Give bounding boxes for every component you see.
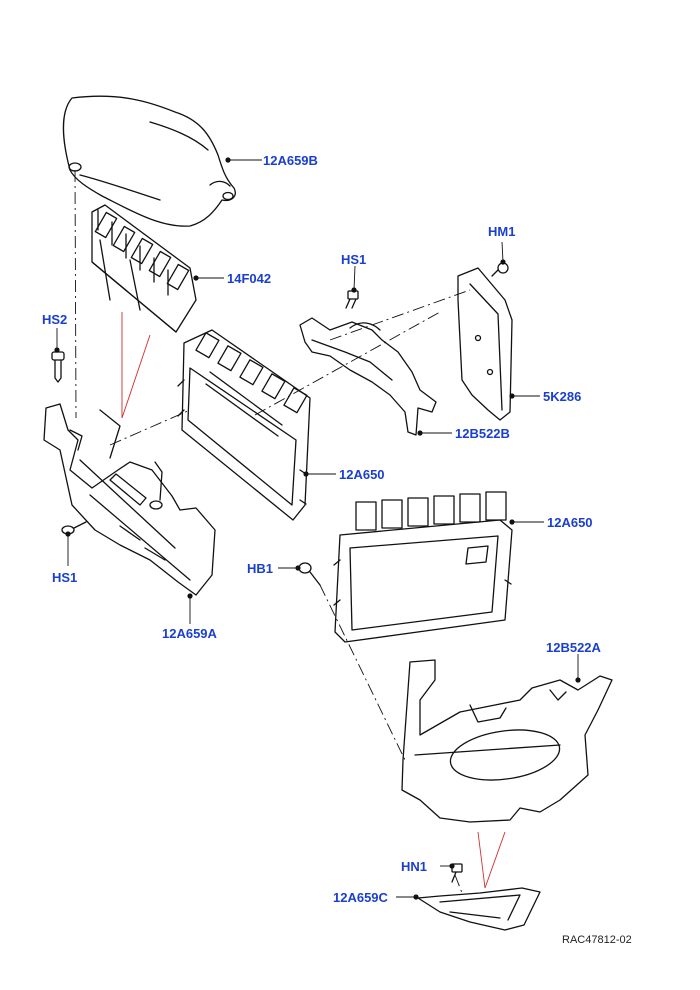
part-connector-block <box>91 204 197 333</box>
label-hs1-top: HS1 <box>341 252 367 267</box>
label-12b522a: 12B522A <box>546 640 601 655</box>
label-12a659c: 12A659C <box>333 890 388 905</box>
label-hn1: HN1 <box>401 859 428 874</box>
label-12a650-lower: 12A650 <box>547 515 593 530</box>
part-screw-hs2 <box>51 351 65 383</box>
label-12a650-upper: 12A650 <box>339 467 385 482</box>
label-hs1-bottom: HS1 <box>52 570 78 585</box>
part-bolt-hb1 <box>298 562 321 586</box>
part-upper-cover <box>62 95 236 227</box>
leader-dots <box>54 157 581 900</box>
part-control-module-lower <box>333 491 513 643</box>
part-lower-housing <box>43 403 216 596</box>
label-hm1: HM1 <box>488 224 516 239</box>
alignment-lines <box>74 169 471 894</box>
label-5k286: 5K286 <box>543 389 582 404</box>
label-12a659a: 12A659A <box>162 626 217 641</box>
part-bolt-hs1-top <box>345 290 359 309</box>
part-lower-cover <box>417 887 541 931</box>
part-bracket-lower <box>401 659 613 823</box>
label-14f042: 14F042 <box>227 271 272 286</box>
part-bracket-upper <box>299 317 437 436</box>
guide-lines <box>121 312 506 889</box>
label-12a659b: 12A659B <box>263 153 318 168</box>
label-hs2: HS2 <box>42 312 68 327</box>
reference-code: RAC47812-02 <box>562 934 632 946</box>
part-screw-hs1-bottom <box>61 521 87 535</box>
part-fastener-hm1 <box>491 262 509 277</box>
part-control-module-upper <box>177 329 311 521</box>
label-hb1: HB1 <box>247 561 274 576</box>
part-mounting-plate <box>457 267 513 421</box>
leader-lines <box>56 159 579 898</box>
label-12b522b: 12B522B <box>455 426 510 441</box>
